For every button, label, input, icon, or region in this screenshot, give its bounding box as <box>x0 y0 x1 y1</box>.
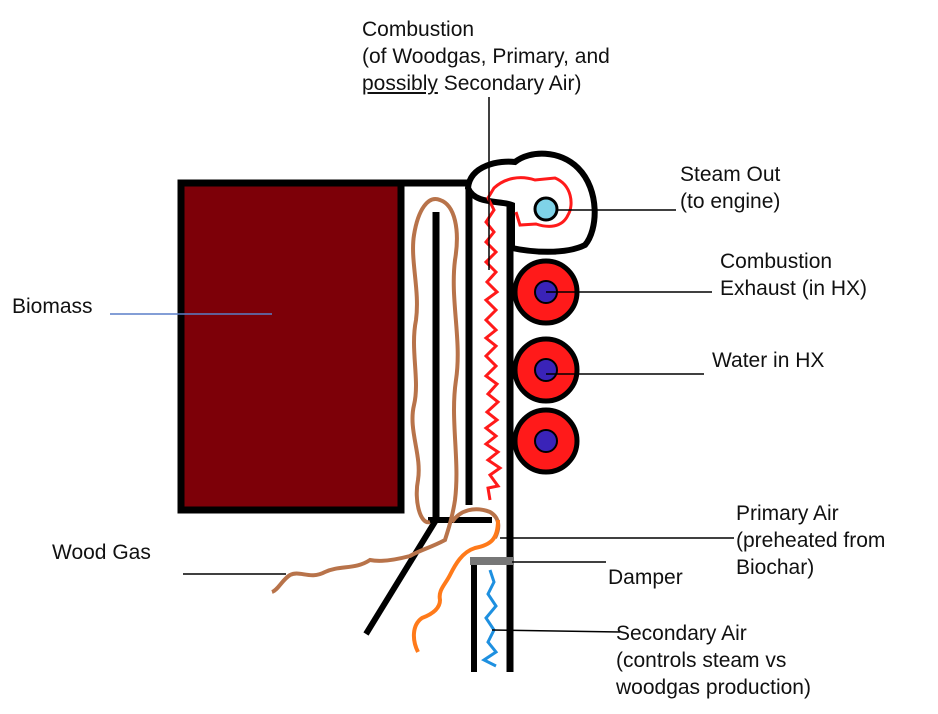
hx-tube-3-inner <box>534 429 558 453</box>
primary-air-label-line1: Primary Air <box>736 502 839 525</box>
wood-gas-curl <box>450 507 501 539</box>
steam-out-icon <box>533 196 559 222</box>
steam-out-label: Steam Out (to engine) <box>680 161 780 215</box>
damper-plate <box>470 557 514 565</box>
steam-out-label-line1: Steam Out <box>680 163 781 186</box>
combustion-label-line3: possibly Secondary Air) <box>362 70 610 97</box>
hx-tube-2-inner <box>534 358 558 382</box>
secondary-air-label: Secondary Air (controls steam vs woodgas… <box>616 620 811 701</box>
secondary-air-label-line2: (controls steam vs <box>616 649 787 672</box>
secondary-air-path <box>481 569 499 668</box>
combustion-exhaust-label: Combustion Exhaust (in HX) <box>720 248 867 302</box>
primary-air-label: Primary Air (preheated from Biochar) <box>736 500 885 581</box>
combustion-label: Combustion (of Woodgas, Primary, and pos… <box>362 16 610 97</box>
combustion-flame <box>483 176 573 501</box>
combustion-label-line3-rest: Secondary Air) <box>437 72 582 95</box>
primary-air-label-line2: (preheated from <box>736 529 886 552</box>
biomass-label: Biomass <box>12 295 93 318</box>
wood-gas-path <box>271 197 460 594</box>
secondary-air-label-line1: Secondary Air <box>616 622 747 645</box>
water-in-hx-label: Water in HX <box>712 349 825 372</box>
wood-gas-label: Wood Gas <box>52 541 151 564</box>
combustion-label-line2: (of Woodgas, Primary, and <box>362 45 610 68</box>
combustion-label-line1: Combustion <box>362 18 475 41</box>
combustion-exhaust-label-line2: Exhaust (in HX) <box>720 277 868 300</box>
primary-air-path <box>411 519 500 653</box>
leader-secondary-air <box>491 629 621 633</box>
steam-out-label-line2: (to engine) <box>680 190 781 213</box>
steam-drum <box>464 150 598 255</box>
combustion-label-possibly: possibly <box>362 72 438 95</box>
ash-chute <box>363 518 439 636</box>
combustion-exhaust-label-line1: Combustion <box>720 250 833 273</box>
secondary-air-label-line3: woodgas production) <box>616 676 811 699</box>
damper-label: Damper <box>608 566 683 589</box>
primary-air-label-line3: Biochar) <box>736 556 815 579</box>
biomass-block <box>177 179 405 514</box>
